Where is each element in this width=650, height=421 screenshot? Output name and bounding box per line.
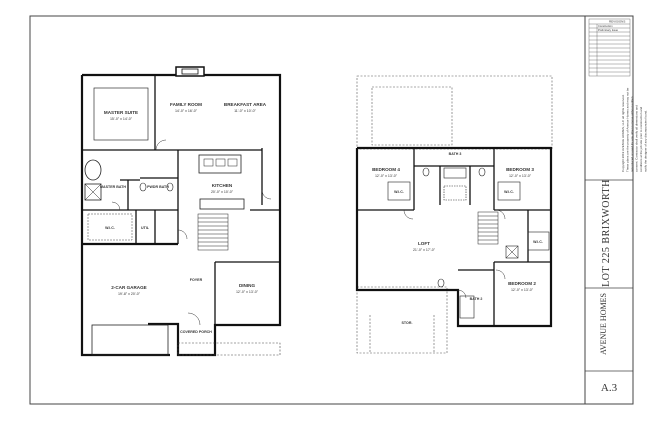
kitchen-counter [199, 198, 245, 210]
room-label-wic: W.I.C. [504, 190, 514, 194]
shower [84, 183, 102, 201]
second-floor-exterior-walls [355, 146, 553, 328]
room-label-garage: 2-CAR GARAGE [111, 285, 146, 290]
master-tub [84, 159, 102, 181]
room-label-bedroom4: BEDROOM 4 [372, 167, 400, 172]
sheet-border [29, 15, 634, 405]
room-dim-breakfast: 11'-0" x 10'-0" [234, 109, 257, 113]
revisions-header: REVISIONS [609, 20, 625, 24]
room-label-bath3: BATH 3 [449, 152, 462, 156]
revisions-table [588, 18, 631, 77]
copyright-line: conditions at the job site prior to cons… [639, 106, 643, 172]
toilet [478, 167, 486, 177]
revision-row-1: Construction [598, 24, 613, 28]
room-label-wic: W.I.C. [533, 240, 543, 244]
room-label-bedroom2: BEDROOM 2 [508, 281, 536, 286]
copyright-line: Copyright 2019 AVENUE HOMES, LLC all rig… [621, 94, 625, 172]
door-swings [403, 209, 506, 299]
copyright-line: notify the designer of any discrepancies… [644, 110, 648, 172]
room-dim-bedroom4: 12'-0" x 13'-0" [375, 174, 398, 178]
company-name: AVENUE HOMES [599, 293, 608, 355]
stair [197, 213, 229, 251]
room-label-dining: DINING [239, 283, 256, 288]
copyright-notes: Copyright 2019 AVENUE HOMES, LLC all rig… [621, 87, 648, 172]
room-dim-master-suite: 15'-0" x 14'-0" [110, 117, 133, 121]
room-label-master-bath: MASTER BATH [100, 185, 126, 189]
copyright-line: reproduced or used for any other purpose… [630, 96, 634, 172]
vanity [443, 167, 467, 179]
closet [387, 181, 411, 201]
first-floor-interior-walls [82, 75, 280, 325]
toilet [166, 182, 174, 192]
room-label-wic: W.I.C. [105, 226, 115, 230]
room-label-bedroom3: BEDROOM 3 [506, 167, 534, 172]
lot-title: LOT 225 BRIXWORTH [601, 179, 612, 287]
first-floor-plan: MASTER SUITE 15'-0" x 14'-0" FAMILY ROOM… [80, 66, 282, 357]
stair [477, 211, 499, 245]
room-label-stor: STOR. [402, 321, 413, 325]
room-label-util: UTIL [141, 226, 150, 230]
toilet [139, 182, 147, 192]
room-dim-garage: 19'-8" x 20'-0" [118, 292, 141, 296]
porch-outline [177, 342, 281, 356]
revision-row-2: Preliminary Issue [598, 28, 618, 32]
room-label-foyer: FOYER [190, 278, 203, 282]
room-label-wic: W.I.C. [394, 190, 404, 194]
tub [459, 295, 475, 319]
room-dim-bedroom2: 12'-0" x 13'-0" [511, 288, 534, 292]
room-dim-loft: 21'-0" x 17'-0" [413, 248, 436, 252]
room-label-breakfast: BREAKFAST AREA [224, 102, 267, 107]
master-tray-ceiling [93, 87, 149, 141]
room-label-family-room: FAMILY ROOM [170, 102, 202, 107]
sheet-number: A.3 [601, 382, 618, 394]
kitchen-island [198, 154, 242, 174]
roof-outline [356, 75, 553, 354]
copyright-line: These plans are the property of Avenue H… [626, 87, 630, 172]
garage-door [91, 324, 169, 356]
room-label-porch: COVERED PORCH [180, 330, 212, 334]
tub [443, 185, 467, 201]
closet [527, 231, 550, 251]
fireplace [175, 66, 205, 77]
room-label-master-suite: MASTER SUITE [104, 110, 138, 115]
door-swings [111, 139, 272, 326]
closet-shelving [87, 213, 133, 241]
copyright-line: consent. Contractor shall verify all dim… [635, 105, 639, 172]
room-dim-dining: 12'-0" x 13'-0" [236, 290, 259, 294]
second-floor-plan: BEDROOM 4 12'-0" x 13'-0" BATH 3 BEDROOM… [355, 75, 553, 354]
room-label-loft: LOFT [418, 241, 430, 246]
toilet [422, 167, 430, 177]
room-dim-kitchen: 20'-0" x 10'-0" [211, 190, 234, 194]
linen-closet [505, 245, 519, 259]
title-block: REVISIONS Construction Preliminary Issue… [585, 18, 648, 394]
room-dim-bedroom3: 12'-0" x 13'-0" [509, 174, 532, 178]
room-label-kitchen: KITCHEN [212, 183, 233, 188]
room-dim-family-room: 14'-0" x 16'-0" [175, 109, 198, 113]
toilet [437, 278, 445, 288]
room-label-pwdr: PWDR BATH [147, 185, 169, 189]
room-label-bath2: BATH 2 [470, 297, 483, 301]
closet [497, 181, 521, 201]
